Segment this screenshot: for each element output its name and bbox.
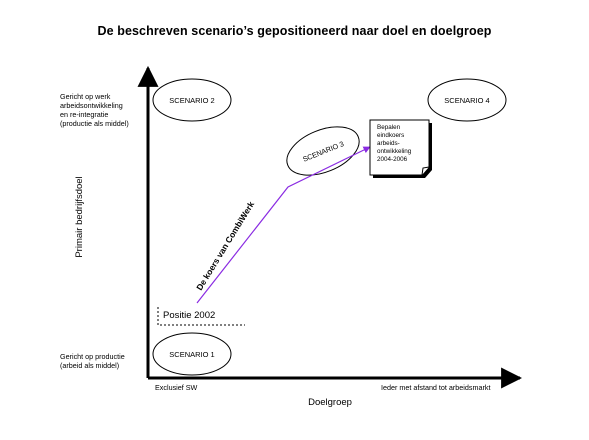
y-bottom-line-1: Gericht op productie [60, 352, 125, 361]
page-title: De beschreven scenario’s gepositioneerd … [97, 24, 492, 38]
y-axis-label: Primair bedrijfsdoel [74, 176, 85, 257]
y-axis-top-label: Gericht op werk arbeidsontwikkeling en r… [60, 92, 129, 128]
x-axis-right-label: Ieder met afstand tot arbeidsmarkt [381, 383, 490, 392]
y-top-line-3: en re-integratie [60, 110, 108, 119]
scenario-1-ellipse [152, 332, 232, 376]
note-line-2: eindkoers [377, 132, 404, 139]
scenario-3-group: SCENARIO 3 [286, 126, 360, 176]
y-axis-bottom-label: Gericht op productie (arbeid als middel) [60, 352, 127, 370]
y-bottom-line-2: (arbeid als middel) [60, 361, 119, 370]
scenario-2-ellipse [152, 78, 232, 122]
y-top-line-4: (productie als middel) [60, 119, 129, 128]
scenario-4-label: SCENARIO 4 [444, 96, 489, 105]
note-line-5: 2004-2006 [377, 156, 408, 163]
note-text: Bepalen eindkoers arbeids- ontwikkeling … [377, 124, 413, 163]
position-2002-frame [157, 307, 245, 326]
position-2002-label: Positie 2002 [163, 310, 215, 321]
note-line-3: arbeids- [377, 140, 400, 147]
note-fold [421, 166, 430, 176]
note-box: Bepalen eindkoers arbeids- ontwikkeling … [369, 119, 432, 178]
scenario-4-ellipse [427, 78, 507, 122]
route-line [196, 146, 371, 304]
scenario-2-label: SCENARIO 2 [169, 96, 214, 105]
x-axis-left-label: Exclusief SW [155, 383, 198, 392]
scenario-3-ellipse [286, 126, 360, 176]
x-axis-label: Doelgroep [308, 397, 352, 408]
y-top-line-2: arbeidsontwikkeling [60, 101, 123, 110]
scenario-1-label: SCENARIO 1 [169, 350, 214, 359]
note-line-4: ontwikkeling [377, 148, 412, 155]
note-line-1: Bepalen [377, 124, 401, 131]
y-top-line-1: Gericht op werk [60, 92, 111, 101]
route-label: De koers van CombiWerk [194, 199, 256, 292]
